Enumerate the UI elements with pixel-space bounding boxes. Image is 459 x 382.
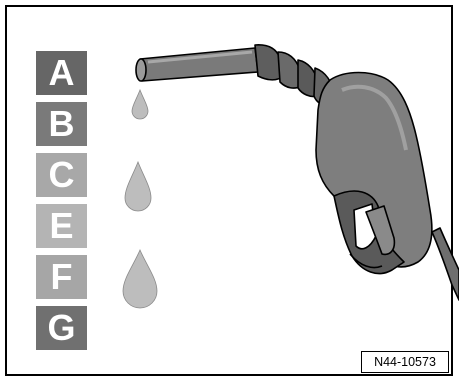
medium-drop-icon: [125, 162, 151, 211]
figure-reference-number: N44-10573: [361, 351, 449, 373]
fuel-pump-nozzle-icon: [136, 45, 459, 300]
large-drop-icon: [123, 250, 157, 308]
small-drop-icon: [132, 90, 148, 119]
